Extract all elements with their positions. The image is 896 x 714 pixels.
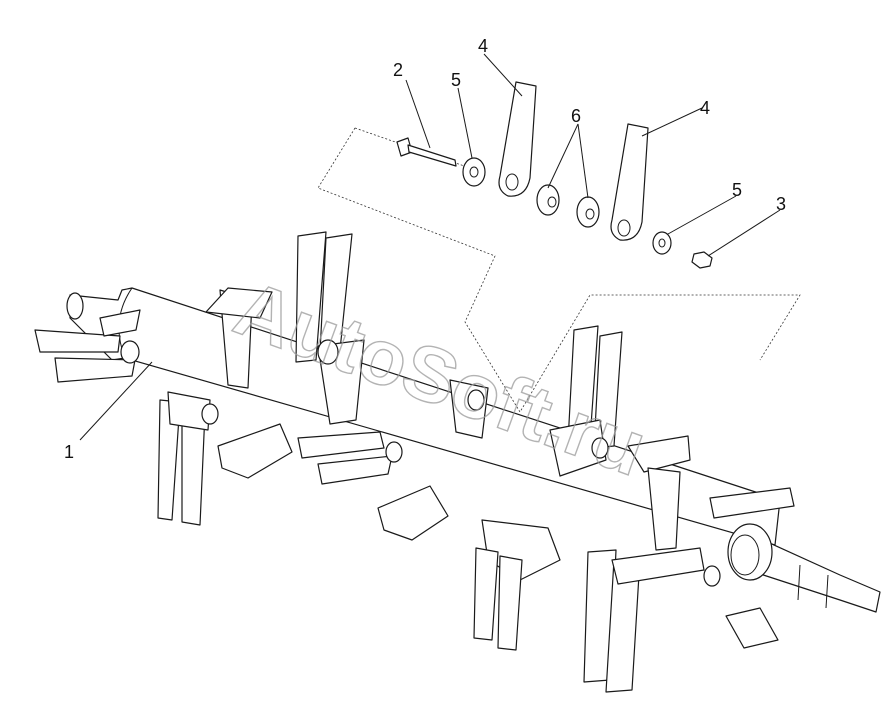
- knife-group-11: [709, 487, 795, 649]
- callout-5b: 5: [732, 180, 742, 200]
- callout-1: 1: [64, 442, 74, 462]
- knife-groups: [34, 231, 795, 693]
- callout-5a: 5: [451, 70, 461, 90]
- leader-lines: [79, 53, 781, 441]
- callout-6: 6: [571, 106, 581, 126]
- knife-group-9: [627, 435, 691, 551]
- nut-part: [691, 251, 713, 269]
- callout-4b: 4: [700, 98, 710, 118]
- knife-group-3: [205, 231, 353, 389]
- spacer-2: [576, 196, 600, 228]
- knife-left: [498, 81, 537, 197]
- knife-group-6: [449, 379, 489, 439]
- spacer-1: [536, 184, 560, 216]
- knife-group-10: [583, 547, 721, 693]
- callouts: 1 2 5 4 6 4 5 3: [64, 36, 786, 462]
- bolt-part: [396, 137, 457, 167]
- knife-right: [610, 123, 649, 241]
- knife-group-4: [317, 339, 365, 425]
- callout-2: 2: [393, 60, 403, 80]
- knife-group-8: [549, 325, 623, 477]
- callout-3: 3: [776, 194, 786, 214]
- knife-group-7: [377, 485, 561, 651]
- knife-group-2: [157, 391, 219, 526]
- washer-left: [462, 157, 486, 187]
- knife-group-1: [34, 309, 141, 383]
- callout-4a: 4: [478, 36, 488, 56]
- exploded-parts: [396, 81, 713, 269]
- washer-right: [652, 231, 672, 255]
- knife-group-5: [217, 423, 403, 485]
